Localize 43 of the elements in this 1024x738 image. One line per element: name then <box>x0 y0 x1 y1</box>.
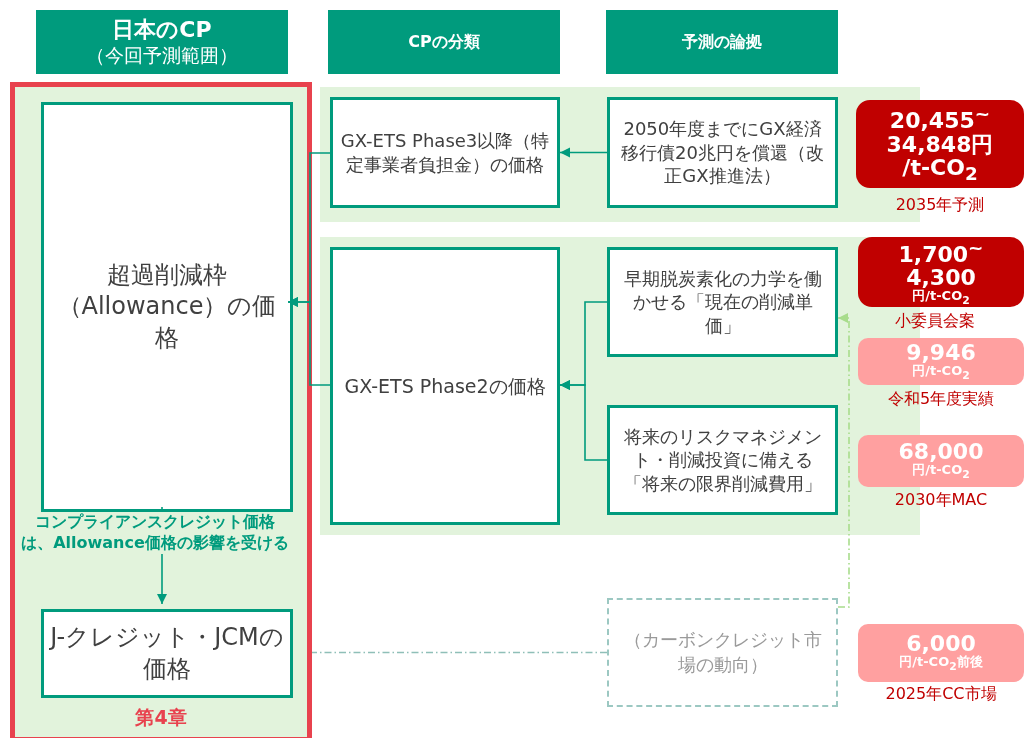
price-text: 4,300 <box>906 266 976 290</box>
price-badge <box>858 435 1024 487</box>
process-box: 2050年度までにGX経済移行債20兆円を償還（改正GX推進法） <box>607 97 838 208</box>
process-box: GX-ETS Phase3以降（特定事業者負担金）の価格 <box>330 97 560 208</box>
price-badge <box>858 237 1024 307</box>
caption-text: 2025年CC市場 <box>884 684 998 705</box>
header-text: （今回予測範囲） <box>86 43 238 68</box>
connector-line <box>311 651 608 654</box>
column-header: CPの分類 <box>328 10 560 74</box>
scope-panel <box>10 82 312 738</box>
price-badge <box>858 338 1024 385</box>
price-text: 1,700$^{~}$ <box>898 237 984 267</box>
price-badge <box>856 100 1024 188</box>
arrow <box>559 380 608 461</box>
unit-text: 円/t-CO$_{2}$ <box>912 363 970 382</box>
price-text: 68,000 <box>898 441 984 464</box>
process-box: 超過削減枠（Allowance）の価格 <box>41 102 293 512</box>
unit-text: 円/t-CO$_{2}$前後 <box>899 655 983 673</box>
column-header <box>36 10 288 74</box>
unit-text: 円/t-CO$_{2}$ <box>912 463 970 481</box>
header-text: 日本のCP <box>112 16 212 44</box>
price-text: 34,848円 <box>886 132 994 156</box>
column-header: 予測の論拠 <box>606 10 838 74</box>
process-box: 早期脱炭素化の力学を働かせる「現在の削減単価」 <box>607 247 838 357</box>
price-text: 6,000 <box>906 633 976 656</box>
caption-text: 令和5年度実績 <box>886 389 996 410</box>
process-box: J-クレジット・JCMの価格 <box>41 609 293 698</box>
caption-text: 小委員会案 <box>894 311 976 332</box>
chapter-label: 第4章 <box>135 705 187 730</box>
price-badge <box>858 624 1024 682</box>
edge-label: コンプライアンスクレジット価格は、Allowance価格の影響を受ける <box>20 512 290 554</box>
arrow <box>287 297 331 386</box>
price-text: 9,946 <box>906 341 976 364</box>
arrow <box>837 313 850 608</box>
process-box: 将来のリスクマネジメント・削減投資に備える「将来の限界削減費用」 <box>607 405 838 515</box>
process-box: GX-ETS Phase2の価格 <box>330 247 560 525</box>
caption-text: 2035年予測 <box>894 195 986 216</box>
unit-text: 円/t-CO$_{2}$ <box>912 289 970 307</box>
price-text: /t-CO$_{2}$ <box>902 155 978 184</box>
arrow <box>559 147 608 158</box>
price-text: 20,455$^{~}$ <box>889 104 991 133</box>
caption-text: 2030年MAC <box>893 490 989 511</box>
dashed-box: （カーボンクレジット市場の動向） <box>607 598 838 707</box>
